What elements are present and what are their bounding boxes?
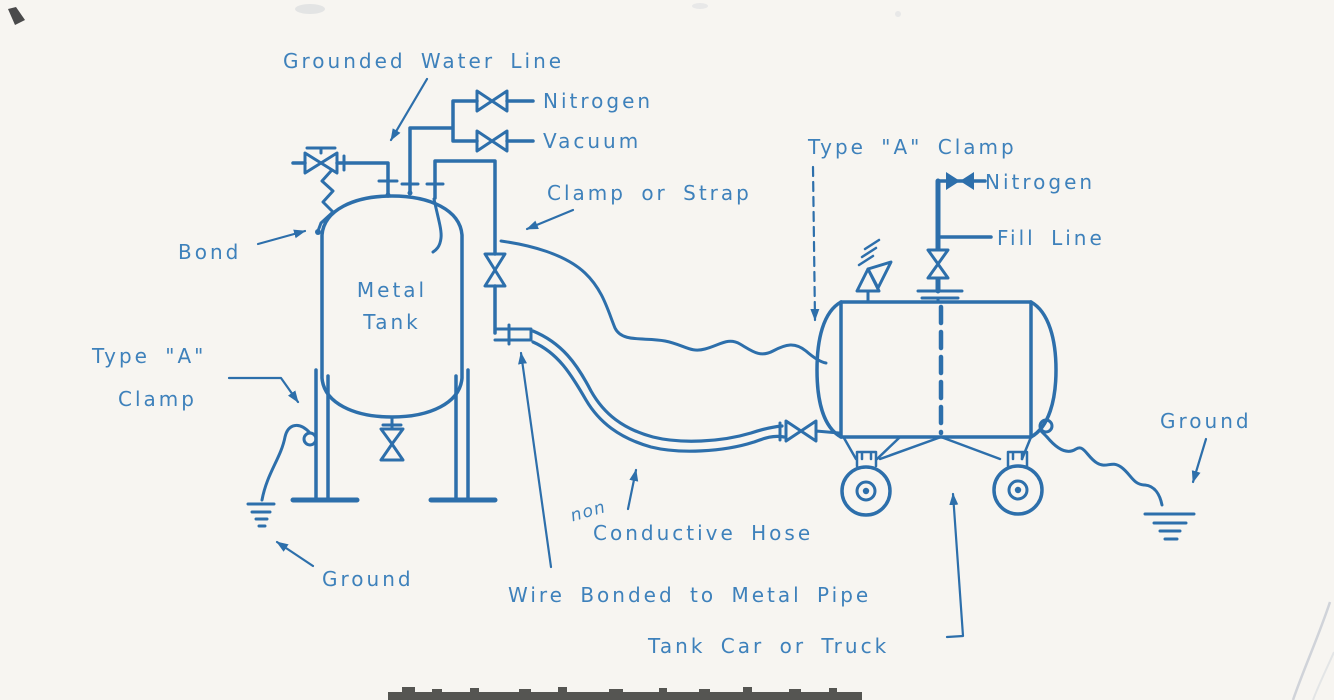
transfer-valve-icon: [483, 252, 507, 288]
scan-artifacts: [8, 3, 1334, 700]
label-type-a-left-2: Clamp: [118, 387, 197, 411]
label-wire-bonded: Wire Bonded to Metal Pipe: [508, 583, 871, 607]
type-a-clamp-lug: [302, 431, 318, 447]
fill-pipe: [916, 172, 993, 304]
leader-arrows: [227, 77, 1208, 639]
nitrogen-right-valve-icon: [946, 172, 974, 190]
arrow-grounded-water-line: [389, 77, 429, 142]
axle-boxes: [855, 450, 1029, 468]
label-vacuum: Vacuum: [543, 129, 641, 153]
tank-ground-wire: [260, 424, 312, 502]
bonding-wire: [499, 239, 828, 365]
nitrogen-vacuum-manifold: [385, 89, 535, 198]
fill-valve-icon: [926, 248, 950, 280]
label-nitrogen-right: Nitrogen: [985, 170, 1095, 194]
label-clamp-or-strap: Clamp or Strap: [547, 181, 752, 205]
car-right-cap: [1029, 300, 1058, 439]
transfer-pipe: [425, 159, 533, 346]
pipe-nipple: [493, 323, 533, 346]
arrow-type-a-right: [810, 165, 820, 322]
label-conductive-hose: Conductive Hose: [593, 521, 813, 545]
car-suspension: [842, 435, 1033, 461]
car-ground-clamp: [1038, 418, 1054, 434]
label-ground-right: Ground: [1160, 409, 1252, 433]
bond-zigzag-wire: [316, 169, 335, 233]
water-valve-icon: [303, 151, 339, 175]
metal-tank: [290, 194, 498, 503]
car-body: [839, 300, 1033, 439]
arrow-type-a-left: [227, 376, 300, 404]
arrow-tank-car: [945, 492, 965, 639]
label-ground-left: Ground: [322, 567, 414, 591]
vacuum-valve-icon: [475, 129, 509, 153]
nitrogen-valve-icon: [475, 89, 509, 113]
water-valve-handle: [305, 146, 337, 155]
label-type-a-left-1: Type "A": [91, 344, 206, 368]
earth-symbol-right: [1143, 512, 1196, 541]
arrow-ground-right: [1191, 437, 1208, 484]
arrow-wire-bonded: [518, 351, 553, 569]
car-wheels: [840, 464, 1044, 517]
car-left-cap: [815, 300, 843, 439]
page-curl-mark: [1291, 601, 1332, 700]
tank-bottom-valve-icon: [379, 415, 405, 462]
earth-symbol-left: [246, 502, 276, 528]
dip-tube: [431, 197, 443, 254]
label-grounded-water-line: Grounded Water Line: [283, 49, 564, 73]
tank-legs: [314, 368, 470, 502]
label-bond: Bond: [178, 240, 241, 264]
label-tank-car-or-truck: Tank Car or Truck: [647, 634, 889, 658]
tank-shell: [320, 194, 464, 419]
label-metal-tank-1: Metal: [357, 278, 427, 302]
label-fill-line: Fill Line: [997, 226, 1105, 250]
arrow-bond: [256, 229, 307, 246]
corner-smudge: [8, 7, 25, 25]
car-ground-wire: [1045, 435, 1164, 507]
hose-end-valve-icon: [778, 419, 841, 443]
cropped-caption-band: [388, 687, 862, 700]
arrow-clamp-or-strap: [525, 208, 575, 231]
grounded-water-line-pipe: [291, 146, 399, 233]
tank-car: [815, 172, 1164, 517]
arrow-conductive-hose: [626, 468, 639, 511]
label-nitrogen-left: Nitrogen: [543, 89, 653, 113]
relief-valve-icon: [855, 238, 893, 304]
label-type-a-right: Type "A" Clamp: [807, 135, 1017, 159]
label-metal-tank-2: Tank: [362, 310, 420, 334]
non-conductive-hose: [531, 329, 841, 453]
arrow-ground-left: [275, 540, 315, 568]
